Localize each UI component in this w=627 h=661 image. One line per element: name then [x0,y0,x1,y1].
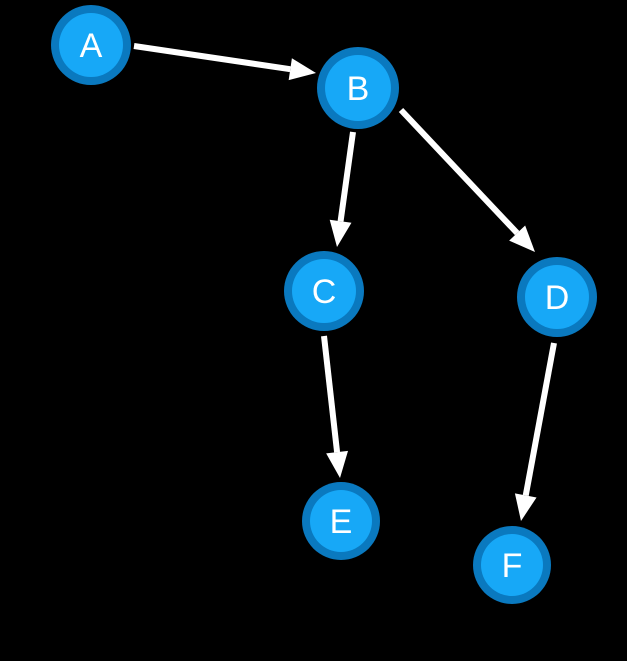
node-label: D [545,279,570,317]
graph-node-c[interactable]: C [284,251,364,331]
nodes-layer: A B C D E F [51,5,597,604]
graph-node-a[interactable]: A [51,5,131,85]
edge-shaft [522,342,557,496]
graph-node-d[interactable]: D [517,257,597,337]
edge-b-to-c [329,131,356,247]
node-fill [292,259,356,323]
node-label: C [312,273,337,311]
graph-node-b[interactable]: B [317,47,399,129]
edge-arrowhead [514,493,537,521]
edge-shaft [133,43,291,73]
edges-layer [133,43,557,521]
edge-c-to-e [321,335,349,478]
node-fill [525,265,589,329]
edge-arrowhead [509,225,535,252]
edge-shaft [337,131,356,222]
node-fill [325,55,391,121]
node-fill [481,534,543,596]
edge-shaft [398,107,520,236]
graph-node-e[interactable]: E [302,482,380,560]
node-label: B [347,70,370,108]
edge-arrowhead [329,219,352,247]
node-label: A [80,27,103,65]
edge-shaft [321,335,341,453]
edge-arrowhead [326,450,349,478]
node-fill [59,13,123,77]
edge-arrowhead [288,58,316,81]
node-label: F [502,547,523,585]
edge-b-to-d [398,107,535,252]
node-fill [310,490,372,552]
graph-node-f[interactable]: F [473,526,551,604]
node-label: E [330,503,353,541]
edge-a-to-b [133,43,316,81]
edge-d-to-f [514,342,557,521]
